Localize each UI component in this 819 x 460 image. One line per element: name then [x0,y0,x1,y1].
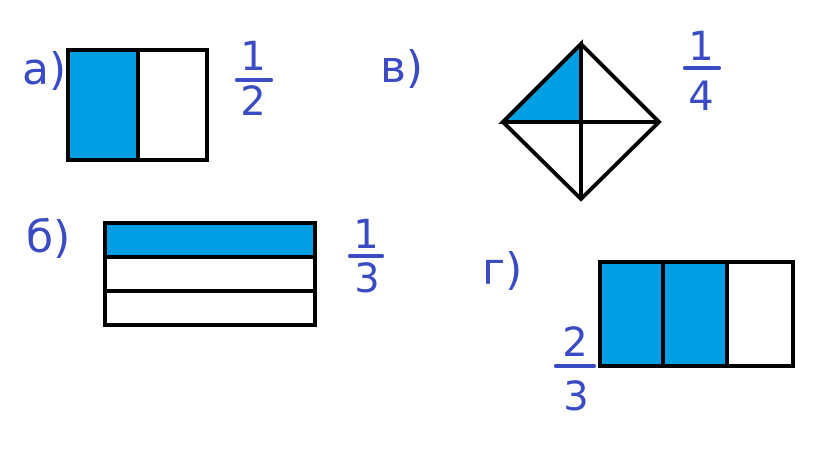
figure-a: а) 1 2 [22,34,273,162]
figure-v-shaded-part [498,39,583,124]
figure-a-shaded-part [66,48,140,162]
figure-g-numerator: 2 [562,320,587,366]
figure-b-fraction: 1 3 [348,212,384,302]
figure-g-shaded-part-2 [661,260,729,368]
figure-g-label: г) [482,244,522,295]
figure-a-denominator: 2 [240,79,265,125]
figure-g-fraction: 2 3 [554,320,596,420]
figure-v-denominator: 4 [688,74,713,120]
figure-b-shaded-part [103,221,317,259]
figure-a-label: а) [22,44,66,95]
figure-b: б) 1 3 [26,212,384,327]
figure-a-fraction: 1 2 [235,34,273,125]
figure-v-label: в) [380,42,423,93]
figure-g: г) 2 3 [482,244,795,420]
figure-v-fraction: 1 4 [683,24,721,120]
figure-b-denominator: 3 [354,256,379,302]
figure-b-numerator: 1 [353,212,378,258]
figure-g-denominator: 3 [563,374,588,420]
figure-g-shaded-part-1 [598,260,665,368]
figure-b-label: б) [26,212,70,263]
figure-v-numerator: 1 [688,24,713,70]
figure-v: в) 1 4 [380,24,721,202]
figure-a-numerator: 1 [240,34,265,80]
